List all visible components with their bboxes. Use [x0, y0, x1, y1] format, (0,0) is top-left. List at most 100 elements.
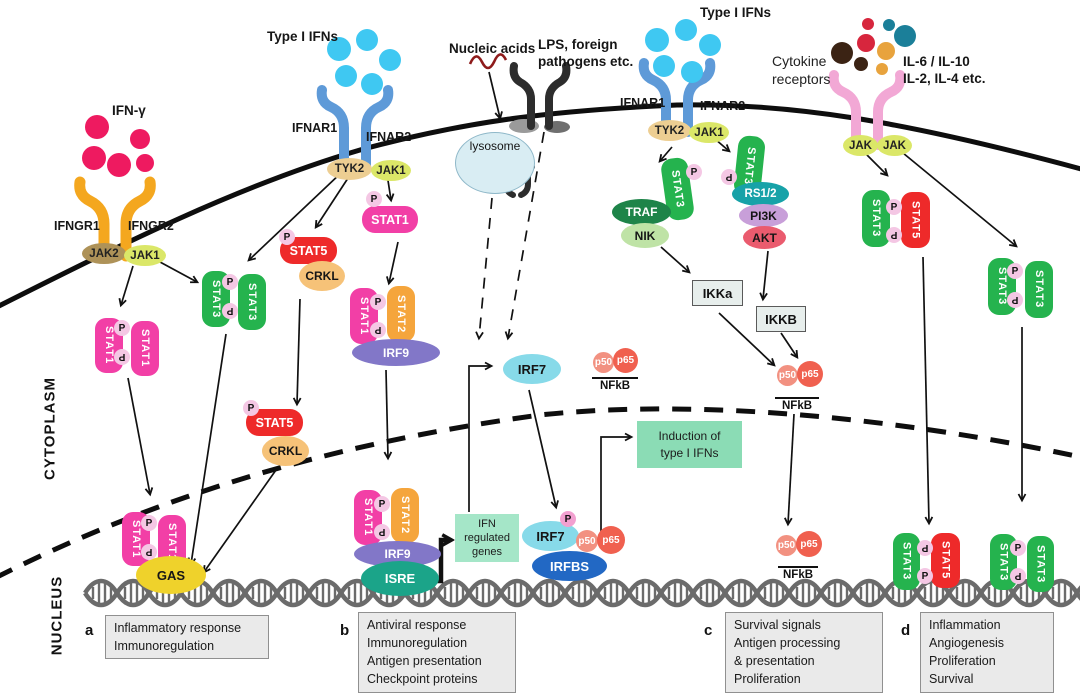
outcome-line: & presentation: [734, 654, 815, 669]
type1-ifn-ligands-left: [327, 29, 401, 95]
tyk2-kinase-right: TYK2: [648, 120, 691, 141]
nik: NIK: [621, 223, 669, 248]
p65-subunit: p65: [613, 348, 638, 373]
ifn-gamma-receptor: [74, 176, 156, 262]
jak-kinase-2: JAK: [877, 135, 912, 156]
induction-type1-ifns-box: Induction of type I IFNs: [637, 421, 742, 468]
phospho-p: P: [721, 169, 737, 185]
outcome-line: Immunoregulation: [114, 639, 215, 654]
stat5-crkl-2-crkl: CRKL: [262, 436, 309, 466]
nuclear-stat3-stat5-stat3: STAT3: [893, 533, 920, 590]
type1-ifns-label-left: Type I IFNs: [267, 29, 339, 44]
cell-membrane: [0, 102, 1080, 309]
stat1-monomer: STAT1: [362, 206, 418, 233]
outcome-letter-a: a: [85, 622, 94, 639]
phospho-p: P: [141, 515, 157, 531]
outcome-line: Antigen processing: [734, 636, 841, 651]
signal-arrows: [118, 71, 1027, 574]
nuclear-isgf3-stat2: STAT2: [391, 488, 419, 543]
phospho-p: P: [1010, 568, 1026, 584]
phospho-p: P: [1007, 263, 1023, 279]
phospho-p: P: [686, 164, 702, 180]
outcome-line: Immunoregulation: [367, 636, 468, 651]
gas-element: GAS: [136, 556, 206, 594]
stat3-stat5-dimer-stat3: STAT3: [862, 190, 890, 247]
nucleic-acid-squiggle: [468, 53, 508, 70]
irfbs-element: IRFBS: [532, 551, 607, 581]
outcome-letter-c: c: [704, 622, 713, 639]
stat5-crkl-1-stat5: STAT5: [280, 237, 337, 264]
phospho-p: P: [886, 227, 902, 243]
il-label-line2: IL-2, IL-4 etc.: [903, 70, 986, 86]
interleukin-label: IL-6 / IL-10 IL-2, IL-4 etc.: [903, 54, 986, 88]
phospho-p: P: [141, 544, 157, 560]
ifnar1-label-left: IFNAR1: [292, 121, 338, 135]
ifnar2-label-left: IFNAR2: [366, 130, 412, 144]
stat3-dimer-right-b: STAT3: [1025, 261, 1053, 318]
outcome-line: Proliferation: [929, 654, 996, 669]
lps-receptor: [509, 62, 571, 133]
ifnar2-label-right: IFNAR2: [700, 99, 746, 113]
phospho-p: P: [886, 199, 902, 215]
lps-label-line2: pathogens etc.: [538, 53, 634, 69]
irf7-cytoplasmic: IRF7: [503, 354, 561, 384]
outcome-line: Antiviral response: [367, 618, 467, 632]
outcome-line: Checkpoint proteins: [367, 672, 478, 687]
lysosome: lysosome: [455, 132, 535, 194]
p50-subunit: p50: [777, 365, 798, 386]
stat5-crkl-1-crkl: CRKL: [299, 261, 345, 291]
box-line: IFN: [478, 517, 496, 530]
outcome-line: Survival signals: [734, 618, 821, 632]
nuclear-stat3-stat5-stat5: STAT5: [931, 533, 960, 588]
cytokine-label-line2: receptors: [772, 70, 831, 87]
nfkb-label: NFkB: [778, 566, 818, 581]
ifn-gamma-label: IFN-γ: [112, 103, 146, 118]
il-label-line1: IL-6 / IL-10: [903, 54, 970, 69]
outcome-letter-d: d: [901, 622, 911, 639]
ifn-regulated-genes-box: IFN regulated genes: [455, 514, 519, 562]
isgf3-stat2: STAT2: [387, 286, 415, 342]
outcome-line: Proliferation: [734, 672, 801, 687]
traf: TRAF: [612, 199, 671, 225]
ifn-gamma-ligands: [82, 115, 154, 177]
phospho-p: P: [560, 511, 576, 527]
phospho-p: P: [374, 496, 390, 512]
box-line: type I IFNs: [660, 445, 719, 460]
nucleus-label: NUCLEUS: [48, 575, 66, 656]
p50-subunit: p50: [576, 530, 598, 552]
jak2-kinase: JAK2: [82, 243, 126, 264]
cytokine-label-line1: Cytokine: [772, 53, 827, 69]
phospho-p: P: [370, 294, 386, 310]
nucleic-acids-label: Nucleic acids: [449, 41, 536, 56]
phospho-p: P: [243, 400, 259, 416]
stat3-dimer-left-b: STAT3: [238, 274, 266, 330]
phospho-p: P: [917, 540, 933, 556]
jak1-kinase-right: JAK1: [689, 122, 729, 143]
phospho-p: P: [917, 568, 933, 584]
lps-label-line1: LPS, foreign: [538, 37, 618, 52]
outcome-line: Survival: [929, 672, 974, 687]
nuclear-isgf3-stat1: STAT1: [354, 490, 382, 545]
phospho-p: P: [222, 303, 238, 319]
p65-subunit: p65: [796, 531, 822, 557]
outcome-letter-b: b: [340, 622, 350, 639]
phospho-p: P: [1007, 292, 1023, 308]
akt: AKT: [743, 226, 786, 249]
ifngr2-label: IFNGR2: [128, 219, 174, 233]
cytoplasm-label: CYTOPLASM: [41, 377, 59, 480]
pi3k: PI3K: [739, 204, 788, 227]
nuclear-membrane: [0, 406, 1080, 579]
outcome-line: Inflammatory response: [114, 621, 242, 635]
type1-ifns-label-right: Type I IFNs: [700, 5, 772, 20]
jak-kinase-1: JAK: [843, 135, 878, 156]
cytokine-receptor: [828, 70, 906, 150]
ikka-box: IKKa: [692, 280, 743, 306]
p50-subunit: p50: [593, 352, 614, 373]
nuclear-stat3-dimer-b: STAT3: [1027, 536, 1054, 592]
phospho-p: P: [114, 349, 130, 365]
lps-label: LPS, foreign pathogens etc.: [538, 37, 633, 71]
outcome-box-c: Survival signals Antigen processing & pr…: [725, 612, 883, 693]
isgf3-irf9: IRF9: [352, 339, 440, 366]
